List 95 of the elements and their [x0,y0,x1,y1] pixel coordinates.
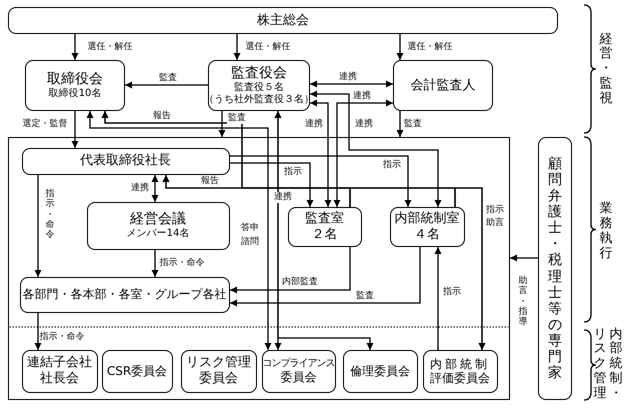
edge-label: 指示 [382,160,402,170]
arrow [510,254,538,262]
org-box [8,7,558,34]
arrow [152,250,158,277]
org-box [390,206,464,246]
node-subtitle: 監査役５名 [234,82,284,94]
node-subtitle: ４名 [414,226,440,242]
edge-label: 監査 [403,118,423,130]
org-box [422,350,498,392]
edge-label: 指示・命令 [38,332,86,342]
edge-label: 報告 [152,110,172,122]
edge-label: 選任・解任 [86,42,134,52]
org-box [288,206,362,246]
edge-label: 指示 [485,204,505,216]
edge-label: 指示 [283,166,303,178]
arrow [72,111,78,148]
node-subtitle: 取締役10名 [48,88,102,100]
arrow [310,90,442,207]
arrow [434,247,442,350]
node-title: 取締役会 [47,71,103,88]
node-subtitle: （うち社外監査役３名） [204,94,314,106]
node-title: 監査役会 [231,65,287,82]
section-label: リスク管理 [592,328,608,402]
arrow [86,111,272,350]
edge-label: 連携 [304,118,324,130]
arrow [34,175,42,277]
edge-label: 連携 [338,72,358,82]
arrow [218,111,226,137]
arrow [234,34,240,60]
arrow [396,111,404,137]
arrow [34,313,42,350]
node-title: 会計監査人 [410,78,476,94]
edge-label: 助言 [485,218,505,228]
node-title: CSR委員会 [106,364,168,378]
org-box [20,276,230,312]
edge-label: 内部監査 [281,276,319,288]
org-box [25,60,125,111]
arrow [152,175,158,202]
arrow [454,187,486,350]
edge-label: 選任・解任 [406,42,454,52]
edge-label: 連携 [130,182,150,194]
node-title: 倫理委員会 [350,364,410,378]
arrow [230,155,412,207]
org-box [22,148,230,174]
edge-label: 選定・監督 [22,118,68,130]
edge-label: 助言・指導 [517,276,530,328]
org-box [180,350,256,392]
edge-label: 答申 [240,222,260,234]
node-title: コンプライアンス委員会 [262,358,334,384]
arrow [230,162,314,207]
edge-label: 選任・解任 [244,42,292,52]
edge-label: 指示 [442,286,462,298]
arrow [396,34,404,60]
edge-label: 指示・命令 [44,189,56,241]
arrow [230,247,421,306]
org-box [262,350,336,392]
node-subtitle: ２名 [312,226,338,242]
edge-label: 連携 [354,118,374,130]
edge-label: 監査 [355,290,375,302]
org-box [342,350,418,392]
arrow [72,34,78,60]
node-title: 顧問弁護士・税理士等の専門家 [547,156,563,382]
org-box [22,350,98,392]
org-box [102,350,172,392]
edge-label: 監査 [227,112,247,124]
node-title: 連結子会社社長会 [27,355,92,387]
node-title: 経営会議 [130,211,186,228]
arrow [334,100,393,207]
frame-box [8,137,510,400]
arrow [125,82,208,88]
note-label: 連携 [273,192,293,202]
edge-label: 諮問 [240,236,260,248]
node-subtitle: メンバー14名 [126,228,190,240]
section-label: 内部統制・ [608,328,624,402]
arrow [310,100,332,207]
arrow [230,247,351,294]
edge-label: 連携 [352,90,372,102]
node-title: 内部統制室 [394,210,460,226]
node-title: 株主総会 [257,12,309,28]
arrow [274,111,374,350]
section-label: 経営・監視 [598,32,614,108]
arrow [310,80,393,88]
node-title: 内部統制評価委員会 [430,356,490,386]
org-box [208,60,310,111]
node-title: 代表取締役社長 [80,153,171,169]
vertical-box [538,137,572,400]
section-label: 業務執行 [598,202,614,262]
edge-label: 監査 [158,72,178,84]
node-title: 各部門・各本部・各室・グループ各社 [22,287,226,302]
node-title: 監査室 [305,210,344,226]
org-box [86,202,230,250]
edge-label: 報告 [200,176,220,186]
edge-label: 指示・命令 [158,258,206,268]
node-title: リスク管理委員会 [186,355,251,387]
org-box [393,60,493,111]
